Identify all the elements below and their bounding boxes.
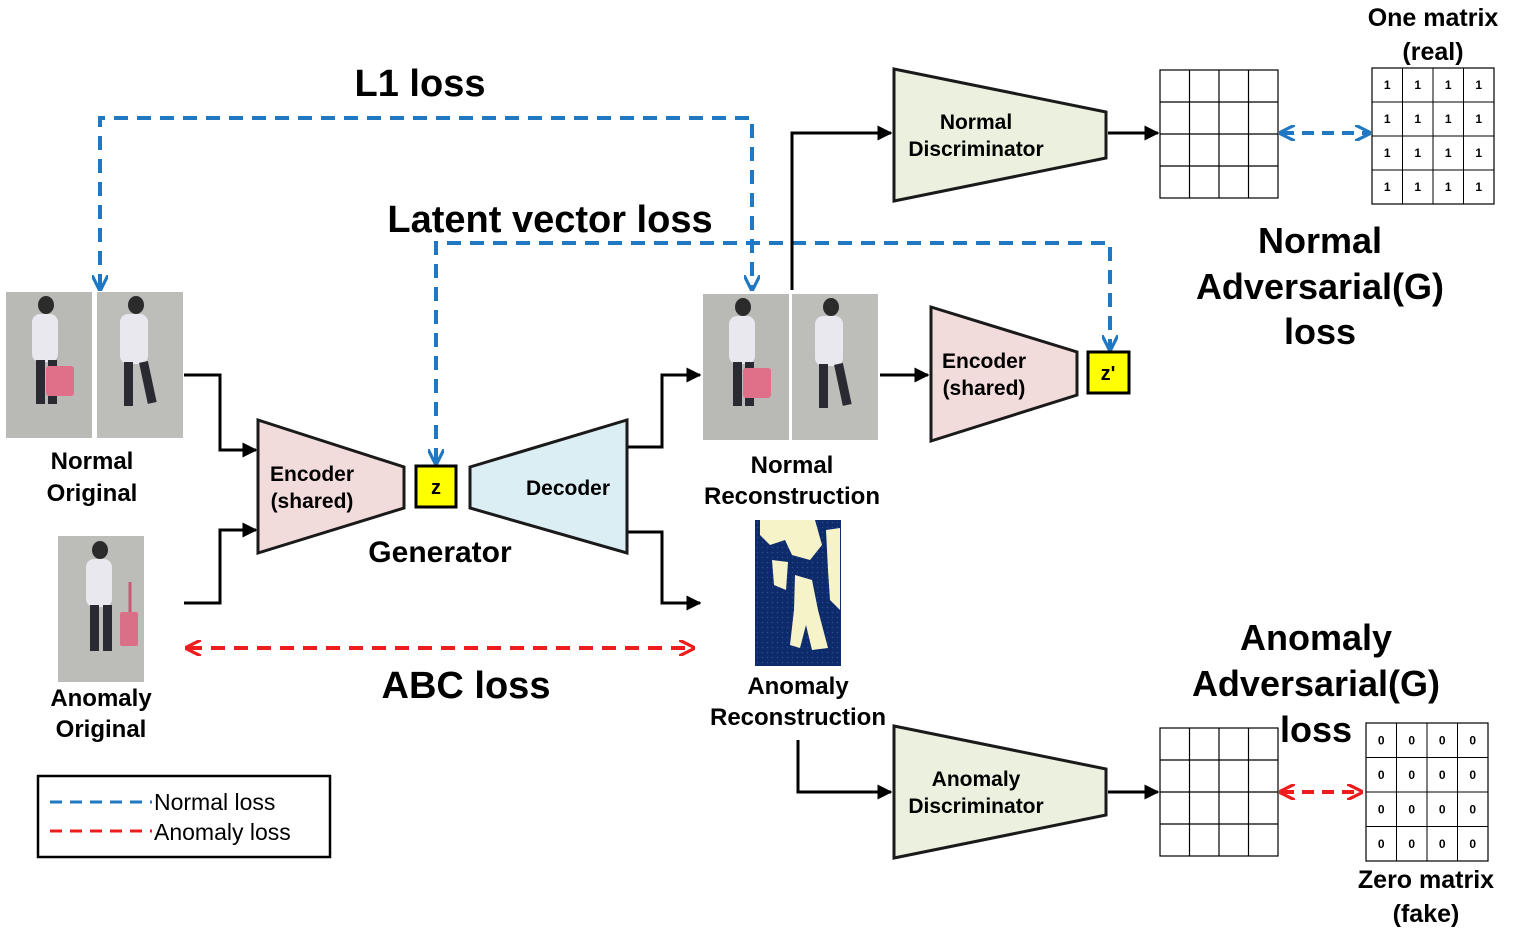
anomaly-discriminator-label: Anomaly: [932, 768, 1021, 791]
matrix-value: 0: [1469, 768, 1476, 782]
encoder2-shared-label: (shared): [943, 377, 1026, 400]
one-matrix-title-1: One matrix: [1368, 4, 1499, 32]
matrix-value: 1: [1475, 112, 1482, 126]
matrix-value: 1: [1384, 180, 1391, 194]
matrix-value: 0: [1469, 733, 1476, 747]
matrix-value: 1: [1445, 78, 1452, 92]
flow-normal-to-encoder: [184, 373, 258, 458]
one-matrix: 1 1 1 1 1 1 1 1 1 1 1 1 1 1 1 1: [1371, 67, 1495, 205]
matrix-value: 1: [1445, 112, 1452, 126]
decoder-block: Decoder: [468, 417, 629, 555]
abc-loss-label: ABC loss: [382, 665, 551, 707]
matrix-value: 0: [1469, 837, 1476, 851]
matrix-value: 0: [1408, 733, 1415, 747]
latent-z-prime-block: z': [1086, 350, 1131, 395]
matrix-value: 1: [1384, 146, 1391, 160]
matrix-value: 1: [1384, 78, 1391, 92]
matrix-value: 0: [1439, 768, 1446, 782]
matrix-value: 0: [1378, 837, 1385, 851]
flow-recon-to-normal-disc: [790, 125, 893, 290]
matrix-value: 1: [1445, 146, 1452, 160]
normal-adv-label-3: loss: [1284, 311, 1356, 352]
encoder-label: Encoder: [270, 463, 354, 486]
latent-z-label: z: [431, 477, 441, 499]
latent-z-block: z: [414, 464, 458, 509]
flow-decoder-to-anomaly-recon: [628, 530, 702, 611]
anomaly-reconstruction-caption-2: Reconstruction: [710, 704, 886, 731]
matrix-value: 0: [1439, 733, 1446, 747]
generator-label: Generator: [368, 536, 512, 569]
zero-matrix: 0 0 0 0 0 0 0 0 0 0 0 0 0 0 0 0: [1365, 722, 1489, 862]
matrix-value: 0: [1439, 802, 1446, 816]
one-matrix-title-2: (real): [1402, 38, 1463, 66]
matrix-value: 0: [1408, 837, 1415, 851]
anomaly-discriminator-block: Anomaly Discriminator: [892, 724, 1108, 860]
anomaly-reconstruction-caption-1: Anomaly: [747, 673, 849, 700]
matrix-value: 1: [1414, 78, 1421, 92]
anomaly-discriminator-label-2: Discriminator: [908, 795, 1043, 818]
normal-adv-label-1: Normal: [1258, 220, 1382, 261]
matrix-value: 0: [1439, 837, 1446, 851]
normal-discriminator-block: Normal Discriminator: [892, 67, 1108, 203]
l1-loss-label: L1 loss: [355, 63, 486, 105]
anomaly-adv-label-3: loss: [1280, 709, 1352, 750]
l1-loss-line: [100, 116, 752, 288]
normal-original-caption-1: Normal: [51, 448, 134, 475]
matrix-value: 1: [1475, 78, 1482, 92]
matrix-value: 1: [1384, 112, 1391, 126]
matrix-value: 1: [1414, 112, 1421, 126]
encoder2-label: Encoder: [942, 350, 1026, 373]
normal-discriminator-label: Normal: [940, 111, 1012, 134]
normal-output-grid: [1159, 69, 1279, 199]
normal-discriminator-label-2: Discriminator: [908, 138, 1043, 161]
decoder-label: Decoder: [526, 477, 610, 500]
normal-reconstruction-caption-1: Normal: [751, 452, 834, 479]
anomaly-adv-label-2: Adversarial(G): [1192, 663, 1440, 704]
normal-reconstruction-caption-2: Reconstruction: [704, 483, 880, 510]
zero-matrix-title-2: (fake): [1393, 900, 1460, 928]
matrix-cell: [1463, 169, 1495, 205]
normal-original-image-2: [97, 292, 183, 438]
anomaly-adv-label-1: Anomaly: [1240, 617, 1392, 658]
latent-loss-line: [436, 241, 1110, 462]
flow-anomaly-recon-to-disc: [796, 740, 893, 800]
zero-matrix-title-1: Zero matrix: [1358, 866, 1494, 894]
matrix-value: 0: [1378, 733, 1385, 747]
matrix-value: 1: [1445, 180, 1452, 194]
anomaly-output-grid: [1159, 727, 1279, 857]
anomaly-original-image: [58, 536, 144, 682]
legend-normal-label: Normal loss: [154, 789, 275, 815]
matrix-value: 1: [1414, 146, 1421, 160]
anomaly-original-caption-1: Anomaly: [50, 685, 152, 712]
matrix-value: 0: [1408, 768, 1415, 782]
matrix-cell: [1457, 826, 1489, 862]
matrix-value: 1: [1475, 180, 1482, 194]
latent-z-prime-label: z': [1101, 363, 1116, 385]
latent-vector-loss-label: Latent vector loss: [387, 199, 712, 241]
matrix-value: 1: [1475, 146, 1482, 160]
matrix-value: 0: [1378, 768, 1385, 782]
normal-reconstruction-image-1: [703, 294, 789, 440]
normal-adv-label-2: Adversarial(G): [1196, 266, 1444, 307]
flow-anomaly-to-encoder: [184, 522, 258, 605]
matrix-value: 0: [1408, 802, 1415, 816]
normal-original-image-1: [6, 292, 92, 438]
matrix-value: 0: [1378, 802, 1385, 816]
anomaly-reconstruction-image: [755, 520, 841, 666]
encoder-block: Encoder (shared): [256, 417, 406, 556]
normal-reconstruction-image-2: [792, 294, 878, 440]
normal-original-caption-2: Original: [47, 480, 138, 507]
encoder2-block: Encoder (shared): [929, 304, 1079, 444]
legend-anomaly-label: Anomaly loss: [154, 819, 291, 845]
anomaly-original-caption-2: Original: [56, 716, 147, 743]
encoder-shared-label: (shared): [271, 490, 354, 513]
flow-decoder-to-normal-recon: [628, 367, 702, 449]
legend: Normal loss Anomaly loss: [36, 774, 332, 859]
matrix-value: 1: [1414, 180, 1421, 194]
matrix-value: 0: [1469, 802, 1476, 816]
